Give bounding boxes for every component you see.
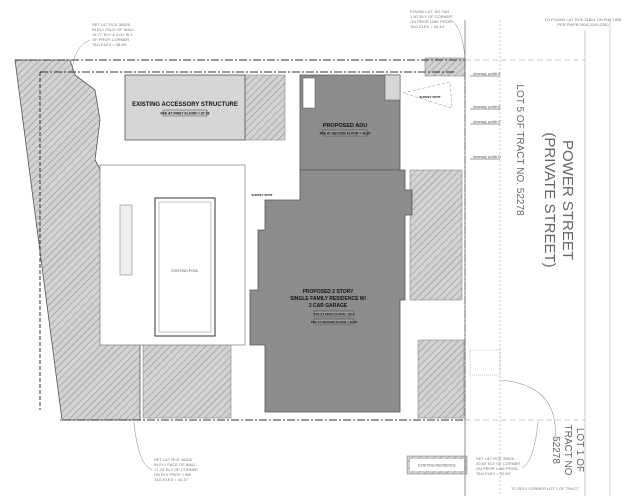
lot-1-line-1: LOT 1 OF bbox=[574, 428, 585, 472]
note-bottom-right: SET L&T RCE 30826 20.50' ELY OF CORNER O… bbox=[476, 421, 539, 476]
lot-1-line-2: TRACT NO bbox=[562, 425, 573, 476]
hatched-area-top-right bbox=[424, 57, 466, 77]
survey-spot-label-2: SURVEY SPOT bbox=[419, 95, 440, 99]
adu-ffe: FFE AT SECOND FLOOR = 46.00 bbox=[320, 132, 371, 136]
residence-title-line-3: 2 CAR GARAGE bbox=[309, 303, 348, 309]
svg-text:20.50' ELY OF CORNER: 20.50' ELY OF CORNER bbox=[476, 461, 520, 466]
accessory-ffe: FFE AT FIRST FLOOR = 37.76 bbox=[161, 112, 210, 116]
svg-text:TAG ELEV = 34.44': TAG ELEV = 34.44' bbox=[410, 24, 445, 29]
svg-text:SET L&T RCE 30826: SET L&T RCE 30826 bbox=[154, 457, 193, 462]
lot-5-label: LOT 5 OF TRACT NO. 52278 bbox=[514, 84, 525, 216]
driveway-profile-a: driveway profile A bbox=[473, 72, 501, 76]
note-bottom-far-right: TO SELY CORNER LOT 1 OF TRACT bbox=[511, 486, 580, 491]
street-name: POWER STREET bbox=[559, 140, 576, 260]
hatched-area-right bbox=[409, 169, 463, 301]
residence-title-line-2: SINGLE FAMILY RESIDENCE W/ bbox=[290, 296, 366, 302]
driveway-profile-d: driveway profile D bbox=[473, 155, 501, 159]
svg-text:PER PWFB 0616-2249,2250: PER PWFB 0616-2249,2250 bbox=[557, 22, 609, 27]
driveway-profile-b: driveway profile B bbox=[473, 105, 501, 109]
note-top-right: TO FOUND L&T RCE 31604 ON R/W LINE PER P… bbox=[545, 17, 622, 27]
svg-text:TAG ELEV = 38.48': TAG ELEV = 38.48' bbox=[92, 42, 127, 47]
svg-text:TO FOUND L&T RCE 31604 ON R/W: TO FOUND L&T RCE 31604 ON R/W LINE bbox=[545, 17, 622, 22]
svg-text:15.77' ELY & 4.00' SLY: 15.77' ELY & 4.00' SLY bbox=[92, 32, 133, 37]
hatched-area-bottom-right bbox=[417, 339, 465, 419]
pool-label: EXISTING POOL bbox=[171, 269, 198, 273]
svg-text:1.50' ELY OF CORNER: 1.50' ELY OF CORNER bbox=[410, 14, 452, 19]
residence-title-line-1: PROPOSED 2 STORY bbox=[303, 289, 355, 295]
svg-text:TAG ELEV = 44.37': TAG ELEV = 44.37' bbox=[154, 477, 189, 482]
svg-text:ON PROP. LINE PROD.: ON PROP. LINE PROD. bbox=[410, 19, 453, 24]
survey-spot-label: SURVEY SPOT bbox=[251, 193, 272, 197]
svg-text:FOUND L&T, NO TAG: FOUND L&T, NO TAG bbox=[410, 9, 449, 14]
lot-1-line-3: 52278 bbox=[550, 436, 561, 464]
hatched-area-top bbox=[244, 74, 286, 141]
svg-text:IN ELY FACE OF WALL: IN ELY FACE OF WALL bbox=[92, 27, 135, 32]
hatched-area-bottom-left bbox=[142, 339, 232, 419]
svg-text:17.20' ELY OF CORNER: 17.20' ELY OF CORNER bbox=[154, 467, 198, 472]
svg-text:SET L&T RCE 30826: SET L&T RCE 30826 bbox=[476, 456, 515, 461]
driveway-profile-c: driveway profile C bbox=[473, 120, 501, 124]
accessory-structure-title: EXISTING ACCESSORY STRUCTURE bbox=[132, 102, 238, 108]
svg-text:TAG ELEV = 32.80': TAG ELEV = 32.80' bbox=[476, 471, 511, 476]
driveway-profiles: driveway profile A driveway profile B dr… bbox=[470, 72, 501, 160]
existing-accessory-structure bbox=[124, 74, 246, 141]
note-top-middle: FOUND L&T, NO TAG 1.50' ELY OF CORNER ON… bbox=[410, 9, 466, 59]
svg-text:SET L&T RCE 30826: SET L&T RCE 30826 bbox=[92, 22, 131, 27]
residence-ffe-first: FFE AT FIRST FLOOR = 35.5 bbox=[314, 312, 355, 316]
svg-text:OF PROP. CORNER: OF PROP. CORNER bbox=[92, 37, 129, 42]
note-bottom-left: SET L&T RCE 30826 IN ELY FACE OF WALL 17… bbox=[133, 421, 198, 482]
svg-text:IN ELY FACE OF WALL: IN ELY FACE OF WALL bbox=[154, 462, 197, 467]
adu-title: PROPOSED ADU bbox=[323, 123, 367, 129]
existing-residence-label: EXISTING RESIDENCE bbox=[418, 464, 456, 468]
street-type: (PRIVATE STREET) bbox=[541, 132, 558, 267]
proposed-residence bbox=[249, 169, 413, 413]
svg-text:ON ELY PROP. LINE: ON ELY PROP. LINE bbox=[154, 472, 192, 477]
note-top-left: SET L&T RCE 30826 IN ELY FACE OF WALL 15… bbox=[71, 22, 135, 73]
existing-pool bbox=[154, 197, 216, 337]
residence-ffe-second: FFE AT SECOND FLOOR = 46.00 bbox=[311, 320, 357, 324]
svg-text:ON PROP. LINE PROD.: ON PROP. LINE PROD. bbox=[476, 466, 519, 471]
